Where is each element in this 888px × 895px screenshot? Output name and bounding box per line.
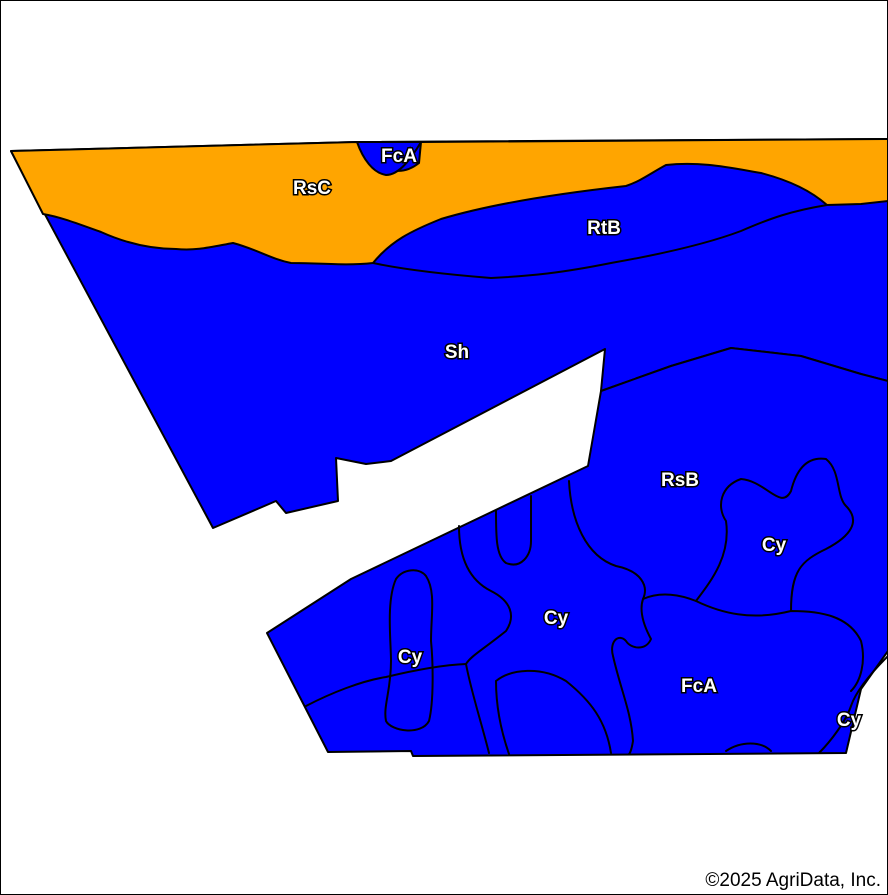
label-rtb: RtB bbox=[587, 218, 621, 239]
cy-center-boundary-upper bbox=[495, 495, 532, 566]
label-rsc: RsC bbox=[293, 178, 331, 199]
map-unit-rsc[interactable] bbox=[10, 138, 888, 266]
cy-center-boundary bbox=[458, 525, 512, 754]
fca-lower-boundary bbox=[495, 669, 612, 754]
fca-bottom-notch bbox=[725, 742, 772, 752]
label-sh: Sh bbox=[445, 342, 469, 363]
rtb-boundary bbox=[372, 204, 828, 279]
map-unit-fca-top[interactable] bbox=[356, 141, 422, 176]
cy-center-boundary-right bbox=[568, 480, 652, 755]
copyright-notice: ©2025 AgriData, Inc. bbox=[705, 870, 881, 891]
label-fca-top: FcA bbox=[381, 146, 417, 167]
cy-left-inner-boundary bbox=[384, 569, 434, 732]
cy-left-outer-boundary bbox=[305, 663, 467, 707]
cy-right-boundary bbox=[695, 457, 855, 612]
label-cy-edge: Cy bbox=[837, 710, 862, 731]
fca-lower-boundary-b bbox=[495, 680, 510, 755]
map-unit-rsb[interactable] bbox=[266, 347, 888, 757]
label-cy-center: Cy bbox=[544, 608, 569, 629]
label-cy-left: Cy bbox=[398, 647, 423, 668]
label-cy-right: Cy bbox=[762, 535, 787, 556]
label-fca-bottom: FcA bbox=[681, 676, 717, 697]
cy-edge-boundary bbox=[818, 655, 887, 754]
label-rsb: RsB bbox=[661, 470, 699, 491]
